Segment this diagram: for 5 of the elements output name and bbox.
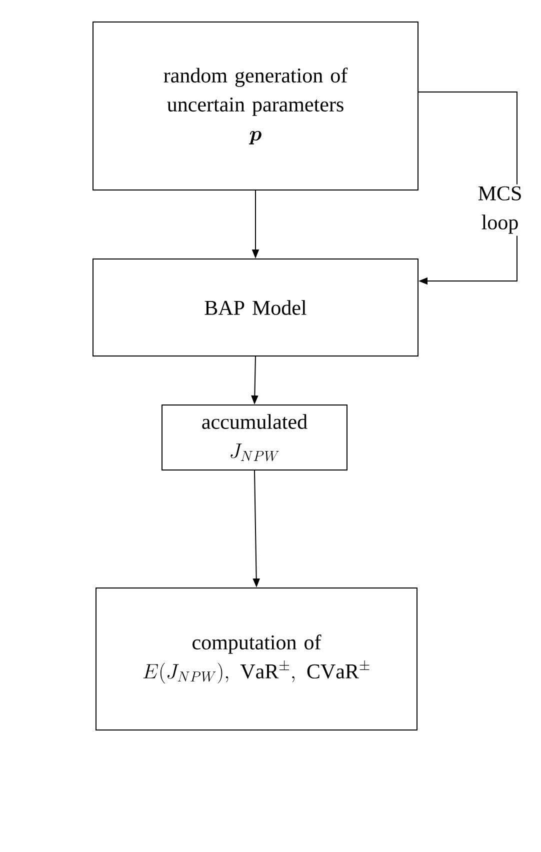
process-box: computation of $E(J_{NPW}),\ \mathrm{VaR}^{\pm},\ \mathrm{CVaR}^{\pm}$: [96, 588, 418, 730]
process-box: random generation of uncertain parameters $\boldsymbol{p}$: [92, 22, 418, 191]
edge-label: MCS loop: [463, 184, 537, 236]
process-box: BAP Model: [92, 258, 418, 356]
process-box: accumulated $J_{NPW}$: [162, 404, 348, 470]
